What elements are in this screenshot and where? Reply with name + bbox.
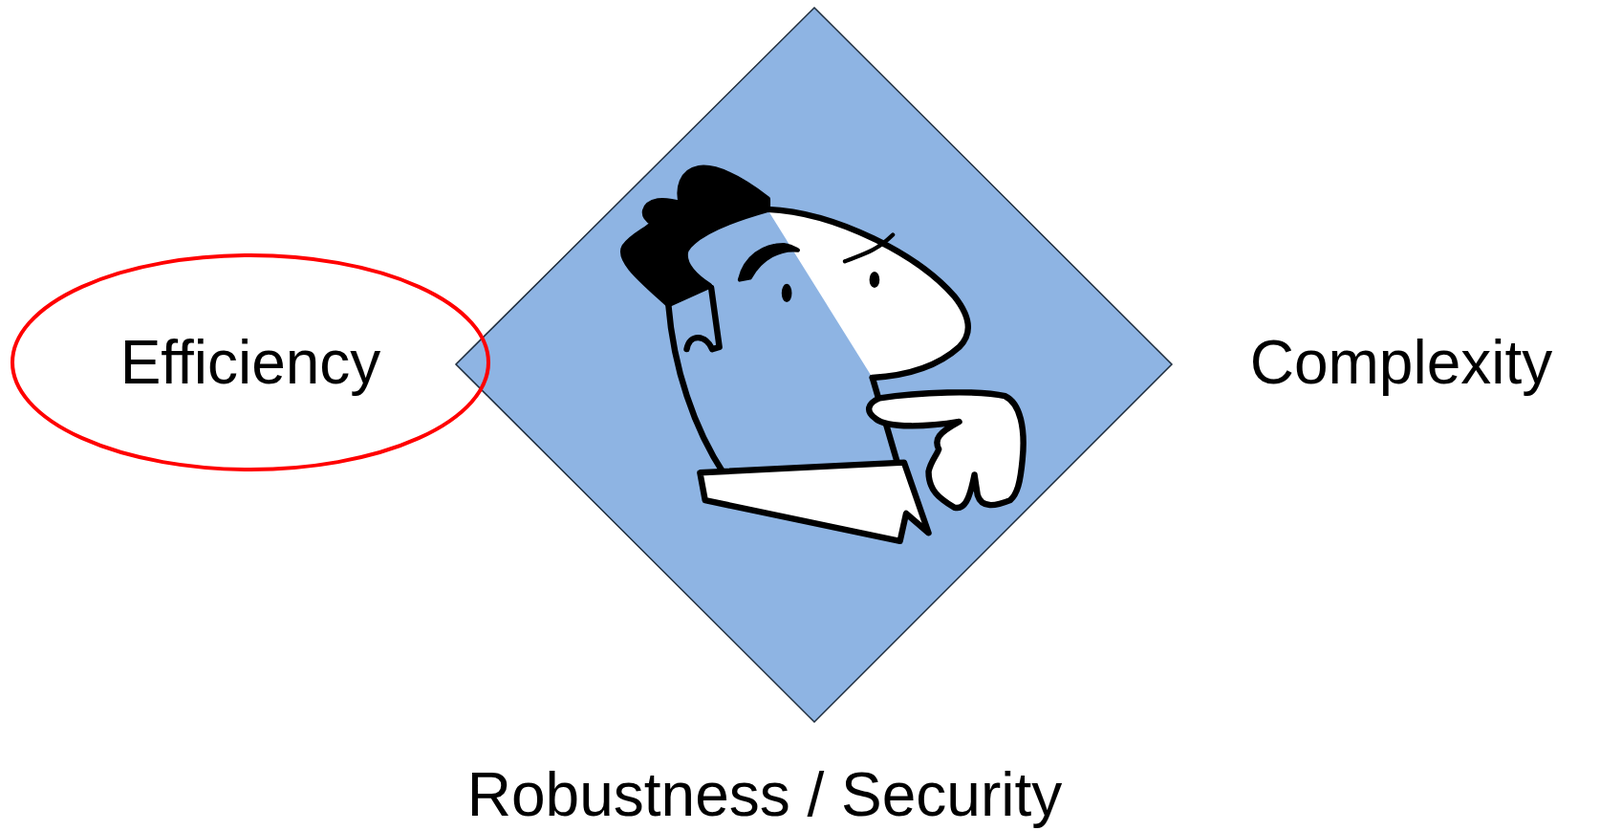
node-content: Efficiency — [10, 253, 491, 472]
collar — [699, 462, 929, 541]
hand — [868, 391, 1023, 508]
blue-diamond — [455, 7, 1172, 722]
axis-label: Robustness / Security — [467, 760, 1063, 828]
ellipse-highlight: Efficiency — [10, 253, 491, 472]
eye — [870, 272, 880, 287]
cartoon-person — [623, 168, 1024, 541]
eyebrow — [844, 235, 893, 262]
red-ellipse — [12, 255, 489, 470]
ear — [686, 287, 719, 349]
eye — [782, 284, 792, 302]
face-outline — [767, 209, 969, 378]
axis-label: Complexity — [1250, 328, 1554, 396]
node-text: Efficiency — [120, 328, 382, 396]
eyebrow — [739, 244, 799, 280]
hair — [623, 168, 768, 304]
